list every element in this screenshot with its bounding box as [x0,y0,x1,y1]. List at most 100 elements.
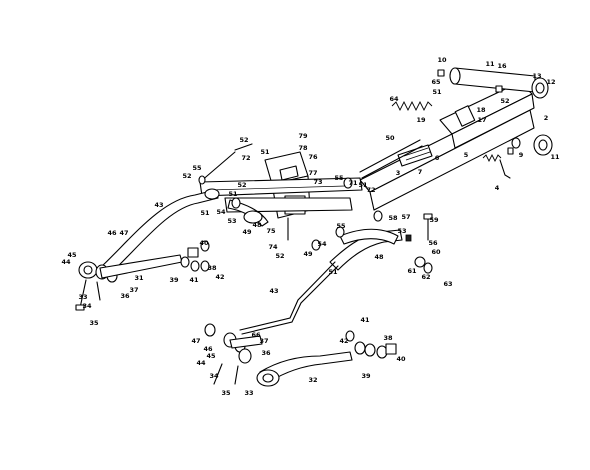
part-label-39: 39 [361,372,371,380]
part-label-43: 43 [154,201,163,209]
part-label-17: 17 [477,116,486,124]
frame-rail [359,81,535,211]
part-label-13: 13 [532,72,541,80]
part-label-38: 38 [383,334,393,342]
part-label-54: 54 [317,240,327,248]
lower-drag-link [239,261,339,335]
part-label-3: 3 [396,169,401,177]
part-label-51: 51 [432,88,442,96]
part-label-63: 63 [443,280,452,288]
part-label-34: 34 [82,302,92,310]
part-label-52: 52 [275,252,284,260]
part-label-51: 51 [328,268,338,276]
part-label-74: 74 [268,243,278,251]
part-label-33: 33 [244,389,253,397]
part-label-79: 79 [298,132,308,140]
part-label-34: 34 [209,372,219,380]
part-label-38: 38 [207,264,217,272]
part-label-54: 54 [216,208,226,216]
part-label-75: 75 [266,227,276,235]
part-label-45: 45 [67,251,77,259]
part-label-18: 18 [476,106,486,114]
part-label-64: 64 [389,95,399,103]
part-label-42: 42 [339,337,348,345]
cross-beam [199,177,363,213]
part-label-50: 50 [385,134,395,142]
lower-tie-rod [256,330,397,387]
part-label-36: 36 [120,292,130,300]
part-label-49: 49 [242,228,252,236]
part-label-52: 52 [182,172,191,180]
part-label-58: 58 [388,214,398,222]
part-label-49: 49 [303,250,313,258]
part-label-39: 39 [169,276,179,284]
part-label-53: 53 [227,217,236,225]
part-label-66: 66 [251,331,261,339]
part-label-57: 57 [401,213,410,221]
part-label-36: 36 [261,349,271,357]
part-label-37: 37 [259,337,268,345]
part-label-51: 51 [358,181,368,189]
part-label-31: 31 [134,274,144,282]
part-label-48: 48 [374,253,384,261]
part-label-6: 6 [435,154,440,162]
part-label-2: 2 [544,114,549,122]
part-label-4: 4 [495,184,500,192]
part-label-35: 35 [89,319,99,327]
part-label-60: 60 [431,248,441,256]
part-label-5: 5 [464,151,469,159]
part-label-59: 59 [429,216,439,224]
part-label-52: 52 [237,181,246,189]
spring [391,100,502,163]
part-label-77: 77 [308,169,317,177]
part-label-55: 55 [192,164,202,172]
part-label-51: 51 [260,148,270,156]
part-label-45: 45 [206,352,216,360]
part-label-19: 19 [416,116,426,124]
part-label-46: 46 [107,229,117,237]
part-label-51: 51 [228,190,238,198]
part-label-44: 44 [61,258,71,266]
part-label-41: 41 [360,316,370,324]
part-label-52: 52 [500,97,509,105]
part-label-46: 46 [203,345,213,353]
part-label-61: 61 [407,267,417,275]
part-label-76: 76 [308,153,318,161]
part-label-9: 9 [519,151,524,159]
part-label-65: 65 [431,78,441,86]
part-label-47: 47 [119,229,128,237]
part-label-16: 16 [497,62,507,70]
part-label-55: 55 [336,222,346,230]
part-label-12: 12 [546,78,555,86]
part-label-55: 55 [334,174,344,182]
part-label-7: 7 [418,168,423,176]
right-steering-arm [329,228,403,271]
part-label-11: 11 [485,60,495,68]
part-label-73: 73 [313,178,322,186]
part-label-44: 44 [196,359,206,367]
left-hub-assembly [75,240,210,311]
part-label-41: 41 [189,276,199,284]
part-label-10: 10 [437,56,447,64]
part-label-52: 52 [239,136,248,144]
part-label-51: 51 [200,209,210,217]
upper-link-rod [359,139,423,179]
part-label-48: 48 [252,221,262,229]
part-label-56: 56 [428,239,438,247]
part-label-78: 78 [298,144,308,152]
part-label-43: 43 [269,287,278,295]
part-label-42: 42 [215,273,224,281]
front-axle-tube [449,67,553,156]
part-label-37: 37 [129,286,138,294]
part-label-40: 40 [396,355,406,363]
part-label-33: 33 [78,293,87,301]
bolt-set [198,69,521,274]
lower-hub-assembly [204,323,263,385]
part-label-32: 32 [308,376,317,384]
part-label-53: 53 [397,227,406,235]
part-label-40: 40 [199,239,209,247]
part-label-47: 47 [191,337,200,345]
